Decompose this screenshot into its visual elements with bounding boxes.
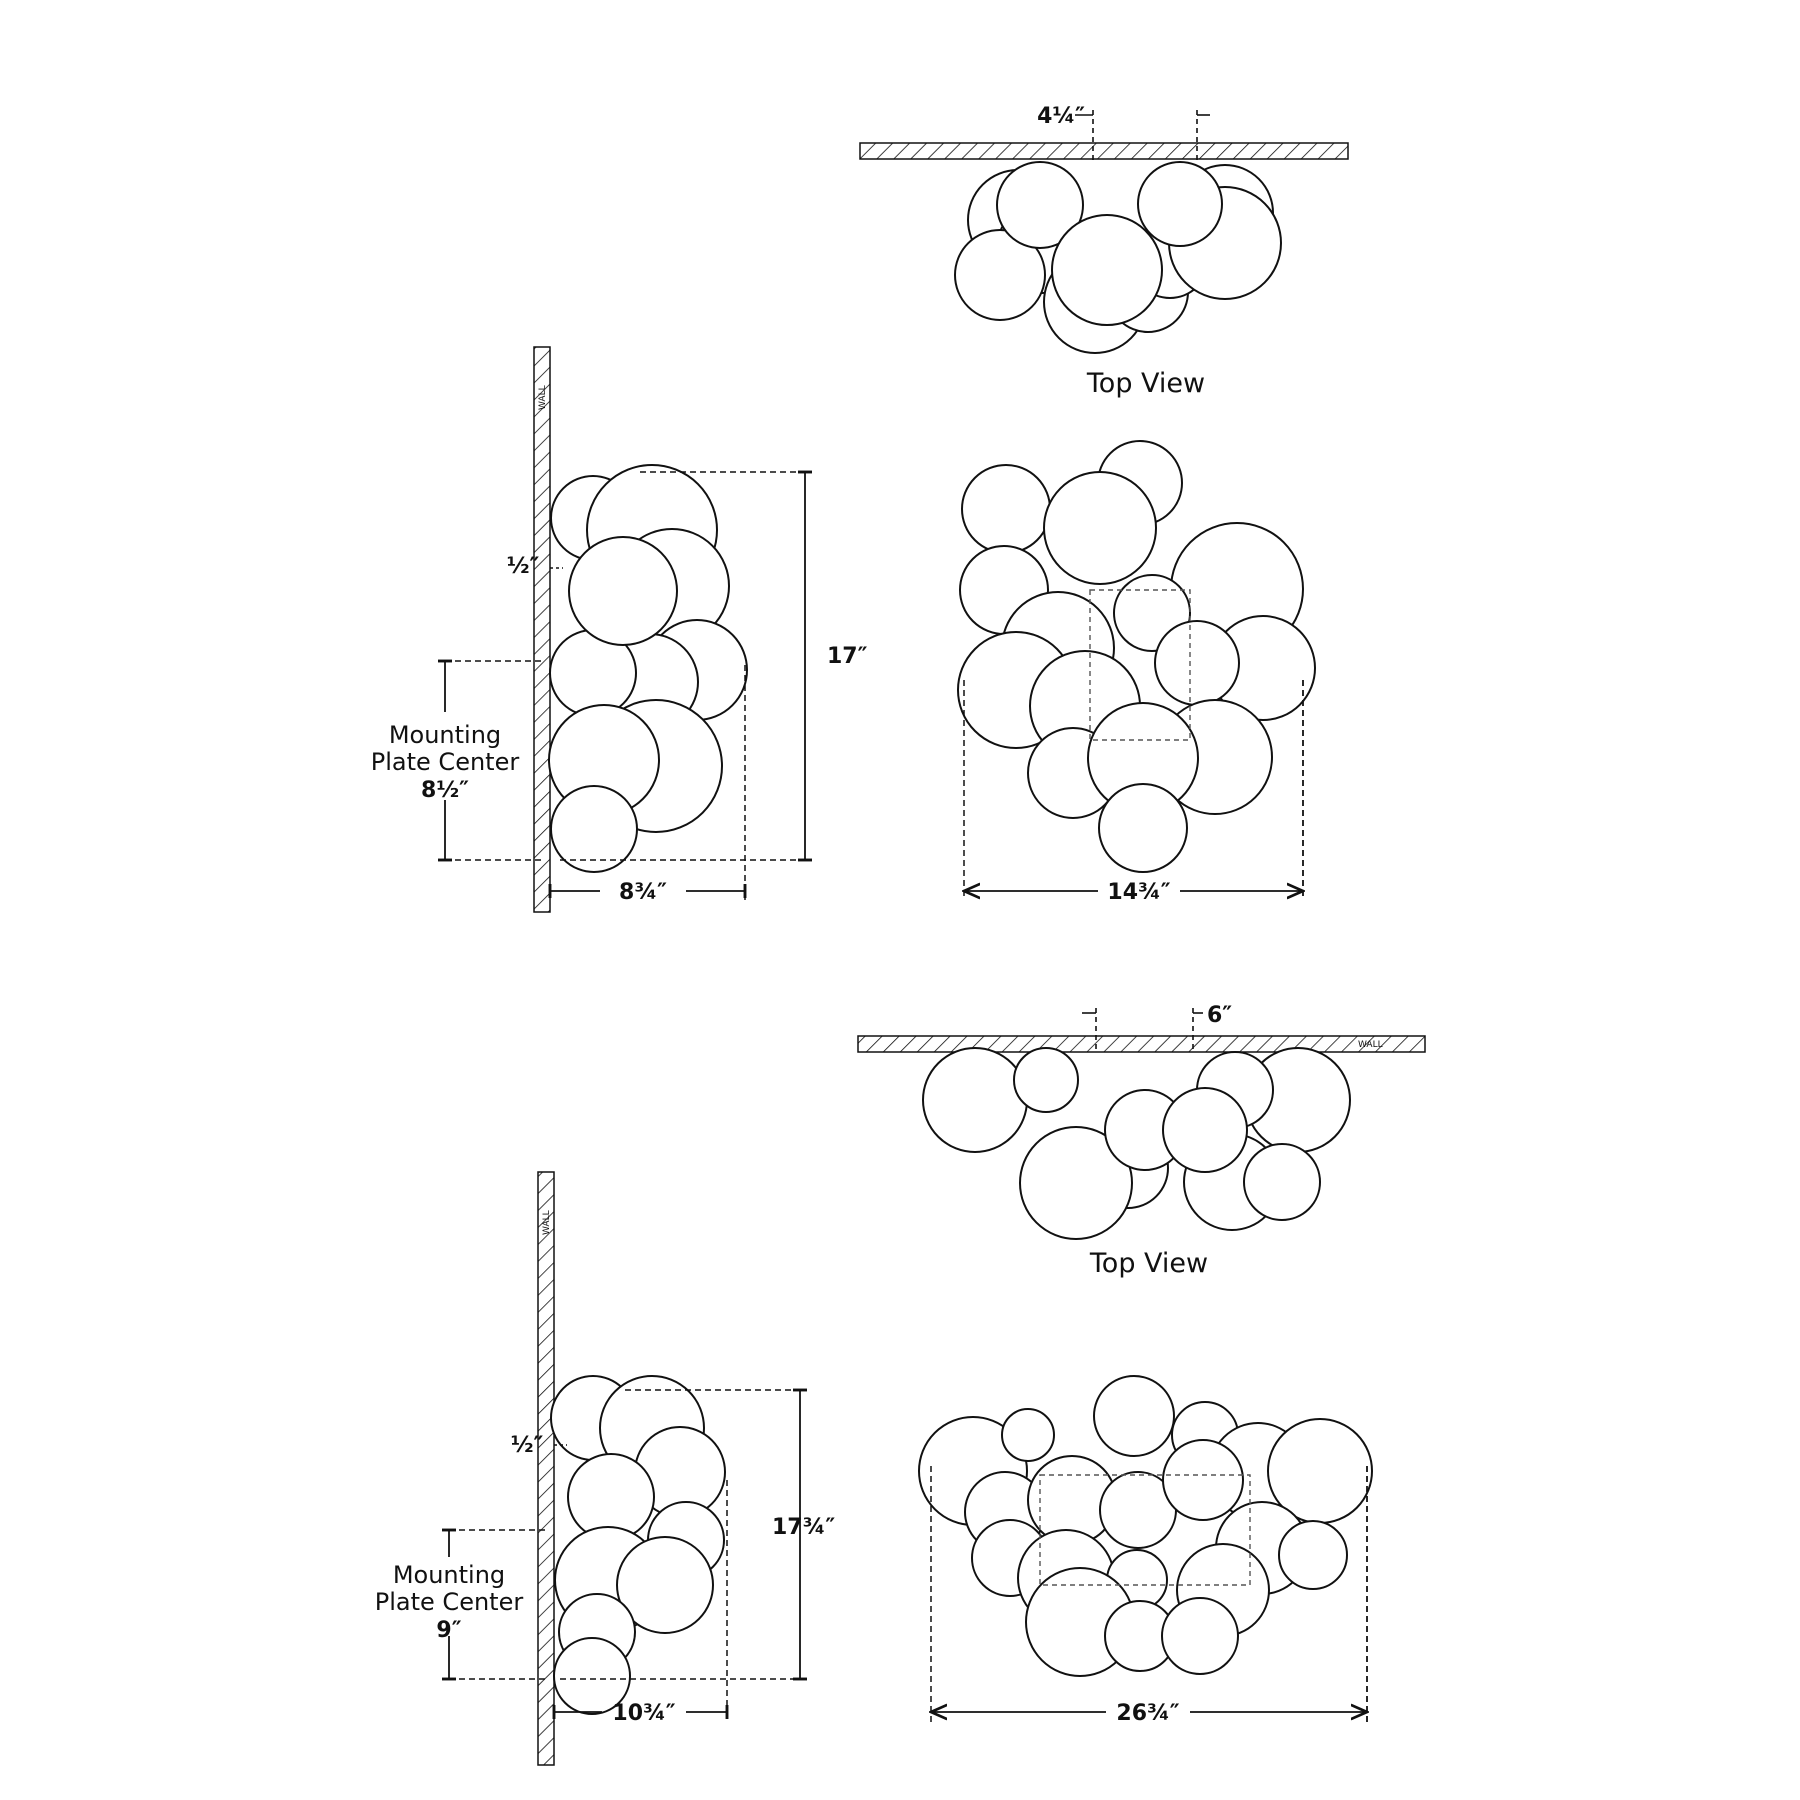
globe-shade (1098, 783, 1188, 873)
globe-shade (1154, 620, 1240, 706)
wall-bar-b (537, 1171, 555, 1766)
front-view-b-globes (918, 1375, 1373, 1677)
mounting-label-line2-b: Plate Center (375, 1588, 524, 1616)
wall-tag-a: WALL (538, 385, 548, 410)
side-view-b: WALL 17¾″ ½″ Mounting Plate Center 9″ (375, 1171, 835, 1766)
top-view-b-globes (922, 1047, 1351, 1240)
ceiling-bar-a (859, 142, 1349, 160)
top-offset-dim-b: 6″ (1082, 1003, 1232, 1052)
globe-shade (1093, 1375, 1175, 1457)
standoff-label-b: ½″ (511, 1433, 544, 1458)
top-view-a: 4¼″ Top View (859, 104, 1349, 399)
standoff-dim-b: ½″ (511, 1433, 567, 1458)
mounting-dim-a: Mounting Plate Center 8½″ (371, 659, 545, 862)
globe-shade (1043, 471, 1157, 585)
drawing-a: 4¼″ Top View WALL 17″ ½″ (371, 104, 1349, 913)
inner-frame-outline (1039, 1474, 1251, 1586)
side-view-a: WALL 17″ ½″ Mounting Plate Center 8½″ (371, 346, 868, 913)
globe-shade (1051, 214, 1163, 326)
drawing-b: WALL 6″ Top View WALL 17¾″ (375, 1003, 1426, 1766)
front-width-dim-a: 14¾″ (964, 680, 1303, 905)
front-view-b: 26¾″ (918, 1375, 1373, 1726)
top-view-caption-b: Top View (1089, 1248, 1208, 1279)
top-offset-dim-a: 4¼″ (1037, 104, 1210, 160)
side-depth-label-b: 10¾″ (612, 1701, 675, 1726)
top-view-caption-a: Top View (1086, 368, 1205, 399)
side-height-label-a: 17″ (827, 644, 868, 669)
wall-bar-a (533, 346, 551, 913)
front-width-label-b: 26¾″ (1116, 1701, 1179, 1726)
side-height-dim-a: 17″ (560, 470, 868, 862)
mounting-label-line1-b: Mounting (393, 1561, 505, 1589)
mounting-value-a: 8½″ (421, 778, 469, 803)
globe-shade (1162, 1087, 1248, 1173)
top-view-a-globes (954, 161, 1282, 354)
globe-shade (1019, 1126, 1133, 1240)
side-depth-dim-b: 10¾″ (552, 1480, 729, 1726)
globe-shade (1278, 1520, 1348, 1590)
side-view-b-globes (550, 1375, 726, 1715)
front-width-label-a: 14¾″ (1107, 880, 1170, 905)
ceiling-wall-tag-b: WALL (1358, 1040, 1383, 1050)
mounting-value-b: 9″ (436, 1618, 461, 1643)
ceiling-bar-b (857, 1035, 1426, 1053)
mounting-label-line2-a: Plate Center (371, 748, 520, 776)
mounting-label-line1-a: Mounting (389, 721, 501, 749)
front-width-dim-b: 26¾″ (931, 1466, 1367, 1726)
globe-shade (1001, 1408, 1055, 1462)
globe-shade (1162, 1439, 1244, 1521)
globe-shade (954, 229, 1046, 321)
mounting-dim-b: Mounting Plate Center 9″ (375, 1528, 549, 1681)
globe-shade (1161, 1597, 1239, 1675)
globe-shade (553, 1637, 631, 1715)
side-height-dim-b: 17¾″ (560, 1388, 835, 1681)
top-offset-label-a: 4¼″ (1037, 104, 1085, 129)
wall-tag-b: WALL (542, 1210, 552, 1235)
top-view-b: WALL 6″ Top View (857, 1003, 1426, 1279)
globe-shade (922, 1047, 1028, 1153)
globe-shade (568, 536, 678, 646)
side-height-label-b: 17¾″ (772, 1515, 835, 1540)
globe-shade (550, 785, 638, 873)
side-depth-label-a: 8¾″ (619, 880, 667, 905)
side-view-a-globes (548, 464, 748, 873)
globe-shade (616, 1536, 714, 1634)
globe-shade (1013, 1047, 1079, 1113)
inner-frame-outline (1089, 589, 1191, 741)
standoff-label-a: ½″ (507, 554, 540, 579)
top-offset-label-b: 6″ (1207, 1003, 1232, 1028)
side-depth-dim-a: 8¾″ (548, 665, 747, 905)
globe-shade (1137, 161, 1223, 247)
front-view-a: 14¾″ (957, 440, 1316, 905)
globe-shade (1243, 1143, 1321, 1221)
globe-shade (996, 161, 1084, 249)
globe-shade (961, 464, 1051, 554)
standoff-dim-a: ½″ (507, 554, 563, 579)
front-view-a-globes (957, 440, 1316, 873)
